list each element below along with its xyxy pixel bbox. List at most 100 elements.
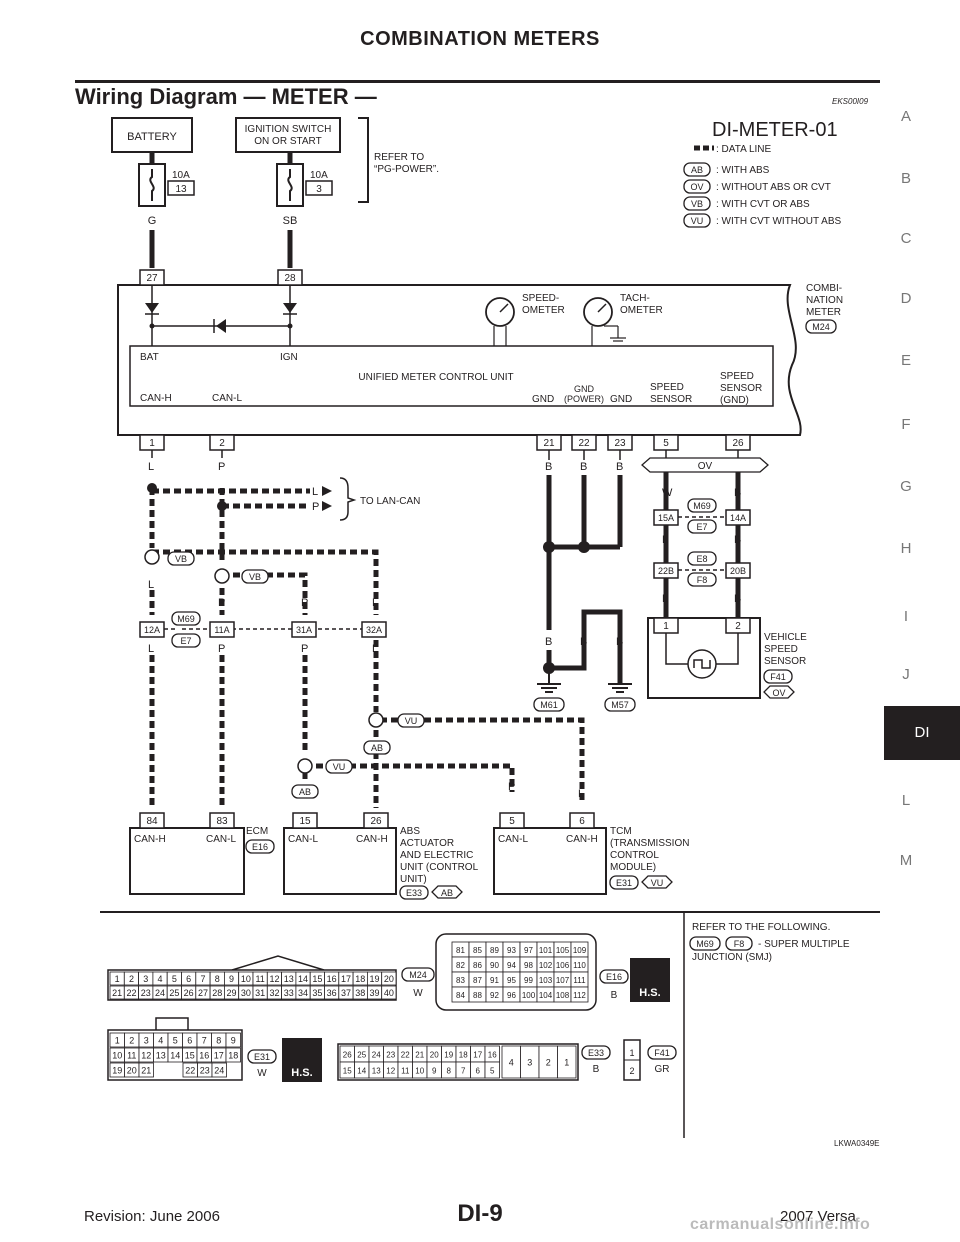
watermark: carmanualsonline.info <box>690 1216 871 1233</box>
side-index-j[interactable]: J <box>902 666 910 683</box>
e33-pin-26: 26 <box>343 1051 352 1060</box>
side-index-d[interactable]: D <box>900 290 912 307</box>
e31-pin-9-cell <box>225 1032 241 1048</box>
section-title: Wiring Diagram — METER — <box>75 84 377 109</box>
side-index-h[interactable]: H <box>900 540 912 557</box>
tcm-name-1: TCM <box>610 826 632 837</box>
side-index-c[interactable]: C <box>900 230 912 247</box>
e16-pin-97: 97 <box>524 946 533 955</box>
f41-id: F41 <box>654 1048 670 1058</box>
connector-f41: 1 2 F41 GR <box>623 1039 677 1081</box>
abs-option-ab: AB <box>441 888 453 898</box>
e16-pin-90: 90 <box>490 961 499 970</box>
meter-can-l-label: CAN-L <box>212 393 242 404</box>
refer-smj-2: JUNCTION (SMJ) <box>692 952 772 963</box>
refer-bracket <box>358 117 369 203</box>
m24-pin-29: 29 <box>227 988 237 998</box>
tcm-name-4: MODULE) <box>610 862 656 873</box>
e16-pin-86: 86 <box>473 961 482 970</box>
side-index-l[interactable]: L <box>901 792 911 809</box>
wire-p-above-31a: P <box>301 597 308 609</box>
to-lan-can-p: P <box>312 501 319 513</box>
e33-pin-11: 11 <box>401 1067 410 1076</box>
side-index-b[interactable]: B <box>900 170 911 187</box>
m24-pin-40: 40 <box>384 988 394 998</box>
junction-e8: E8 <box>696 554 707 564</box>
junction-m69-can: M69 <box>177 614 195 624</box>
abs-connector-e33: E33 <box>406 888 422 898</box>
pin-5: 5 <box>663 438 669 449</box>
wire-b-pin21: B <box>545 461 552 473</box>
e33-pin-5: 5 <box>490 1067 495 1076</box>
side-index-e[interactable]: E <box>900 352 911 369</box>
wire-w-speed: W <box>662 487 673 499</box>
m24-color: W <box>413 988 423 999</box>
e16-pin-107: 107 <box>556 976 570 985</box>
e16-pin-106: 106 <box>556 961 570 970</box>
wire-p-below-31a: P <box>301 643 308 655</box>
wire-p-below-11a: P <box>218 643 225 655</box>
speedometer-label-1: SPEED- <box>522 293 559 304</box>
e31-pin-18: 18 <box>228 1051 238 1061</box>
meter-name-2: NATION <box>806 295 843 306</box>
m24-pin-17: 17 <box>341 974 351 984</box>
wire-l-speed-3: L <box>662 593 668 605</box>
e33-pin-20: 20 <box>430 1051 439 1060</box>
legend-without-abs-cvt: : WITHOUT ABS OR CVT <box>716 182 831 193</box>
e31-pin-6: 6 <box>187 1036 192 1046</box>
e33-pin-13: 13 <box>372 1067 381 1076</box>
header-rule <box>75 80 880 83</box>
side-index-i[interactable]: I <box>903 608 909 625</box>
e16-pin-98: 98 <box>524 961 533 970</box>
vss-connector-f41: F41 <box>770 672 786 682</box>
wire-b-speed-gnd: B <box>734 487 741 499</box>
fuse-3-amp: 10A <box>310 170 328 181</box>
e16-pin-108: 108 <box>556 991 570 1000</box>
f41-color: GR <box>655 1064 670 1075</box>
side-index-g[interactable]: G <box>900 478 912 495</box>
e33-pin-2: 2 <box>546 1058 551 1068</box>
e31-pin-4: 4 <box>158 1036 163 1046</box>
refer-pg-line2: “PG-POWER”. <box>374 164 439 175</box>
junction-f8: F8 <box>697 575 708 585</box>
legend-vu-symbol: VU <box>691 216 704 226</box>
m24-pin-26: 26 <box>184 988 194 998</box>
ground-wires: B B B B B B M61 M57 <box>533 450 636 712</box>
m24-pin-3: 3 <box>143 974 148 984</box>
legend-ov-symbol: OV <box>690 182 703 192</box>
m24-pin-13: 13 <box>284 974 294 984</box>
fuse-3-number: 3 <box>316 184 322 195</box>
m24-pin-4: 4 <box>158 974 163 984</box>
f41-pin-2: 2 <box>629 1066 634 1076</box>
e31-pin-5: 5 <box>173 1036 178 1046</box>
side-index-m[interactable]: M <box>899 852 913 869</box>
e33-pin-16: 16 <box>488 1051 497 1060</box>
e33-pin-25: 25 <box>357 1051 366 1060</box>
m24-pin-32: 32 <box>269 988 279 998</box>
side-index-a[interactable]: A <box>900 108 911 125</box>
tcm-pin-5: 5 <box>509 816 515 827</box>
legend-ab-symbol: AB <box>691 165 703 175</box>
e16-pin-91: 91 <box>490 976 499 985</box>
e33-pin-15: 15 <box>343 1067 352 1076</box>
side-index-f[interactable]: F <box>901 416 911 433</box>
e16-pin-111: 111 <box>573 976 586 985</box>
option-vb-2: VB <box>249 572 261 582</box>
fuse-13-wire: G <box>148 215 157 227</box>
meter-speed-gnd-2: SENSOR <box>720 383 762 394</box>
e33-pin-9: 9 <box>432 1067 437 1076</box>
e16-pin-95: 95 <box>507 976 516 985</box>
ignition-label-2: ON OR START <box>254 136 321 147</box>
speedometer-label-2: OMETER <box>522 305 565 316</box>
m24-pin-40-cell <box>381 985 397 1000</box>
m24-pin-18: 18 <box>355 974 365 984</box>
m24-pin-24: 24 <box>155 988 165 998</box>
junction-pin-32a: 32A <box>366 625 382 635</box>
legend-with-cvt-without-abs: : WITH CVT WITHOUT ABS <box>716 216 842 227</box>
e33-pin-4: 4 <box>509 1058 514 1068</box>
e33-pin-8: 8 <box>447 1067 452 1076</box>
m24-pin-16: 16 <box>327 974 337 984</box>
side-index-di[interactable]: DI <box>884 706 960 760</box>
